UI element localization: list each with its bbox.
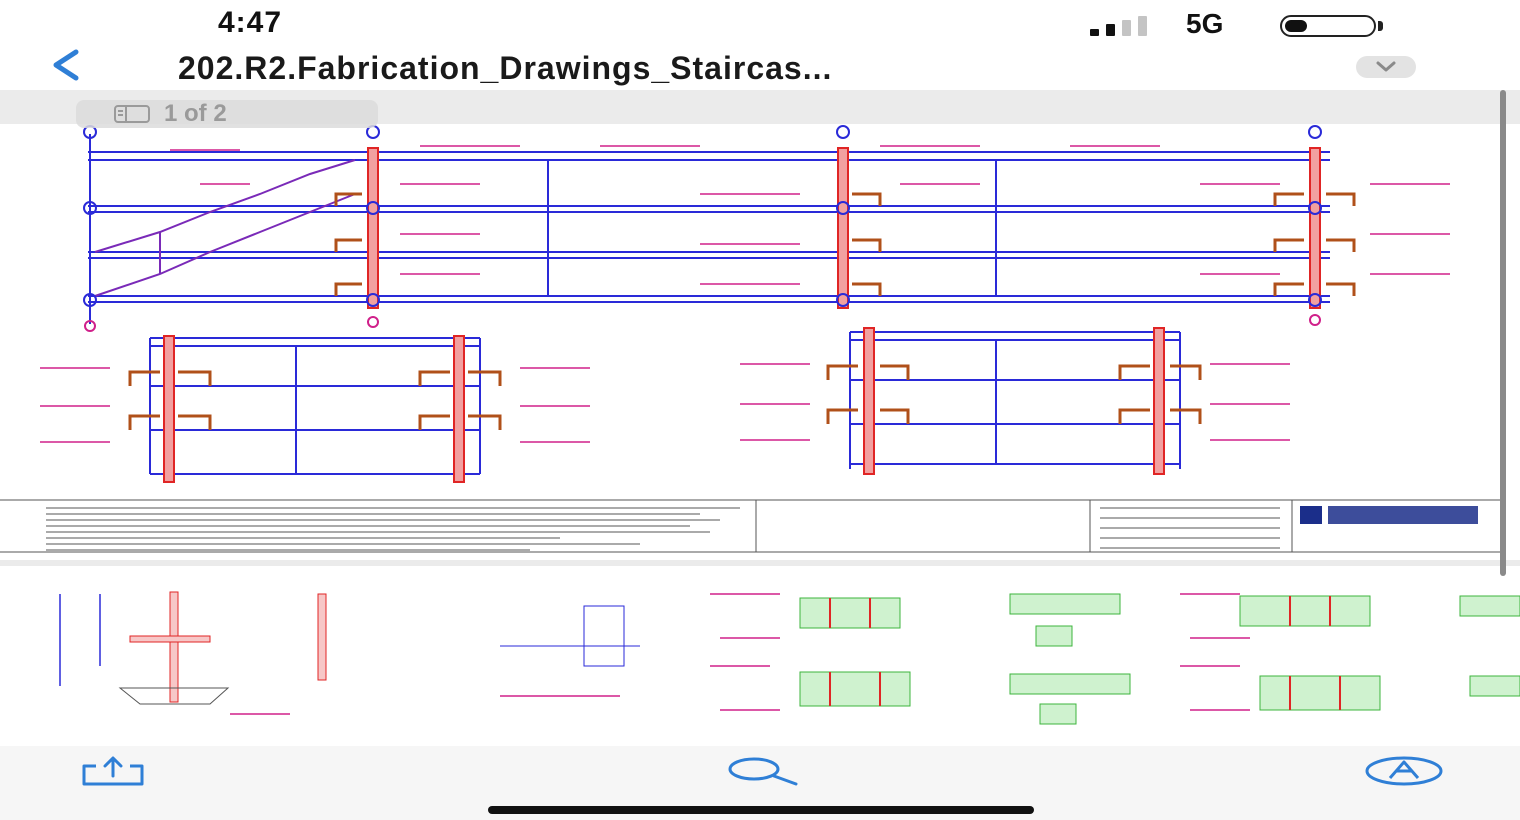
back-button[interactable] bbox=[46, 48, 90, 86]
company-logo bbox=[1300, 506, 1322, 524]
document-title[interactable]: 202.R2.Fabrication_Drawings_Staircas... bbox=[178, 50, 833, 86]
fabrication-drawing-details bbox=[59, 591, 1520, 725]
fabrication-drawing-elevations bbox=[0, 125, 1500, 553]
pdf-page-2[interactable] bbox=[0, 566, 1520, 746]
title-menu-button[interactable] bbox=[1356, 56, 1416, 78]
chevron-left-icon bbox=[53, 49, 79, 81]
cellular-signal-icon bbox=[1090, 16, 1147, 36]
clock: 4:47 bbox=[218, 6, 283, 39]
page-counter-label: 1 of 2 bbox=[164, 100, 227, 127]
pdf-page-1[interactable] bbox=[0, 124, 1520, 560]
vertical-scrollbar[interactable] bbox=[1500, 90, 1506, 576]
pdf-viewer[interactable] bbox=[0, 90, 1520, 746]
share-button[interactable] bbox=[78, 756, 148, 786]
battery-tip bbox=[1378, 21, 1383, 31]
share-icon bbox=[82, 756, 144, 786]
markup-pen-icon bbox=[1365, 756, 1443, 786]
search-icon bbox=[728, 757, 798, 786]
battery-level bbox=[1285, 20, 1307, 32]
page-counter[interactable]: 1 of 2 bbox=[76, 100, 378, 128]
home-indicator bbox=[488, 806, 1034, 814]
sidebar-icon bbox=[114, 105, 150, 123]
status-bar: 4:47 5G bbox=[0, 0, 1520, 44]
chevron-down-icon bbox=[1376, 61, 1396, 72]
battery-icon bbox=[1280, 15, 1376, 37]
search-button[interactable] bbox=[722, 756, 800, 786]
markup-button[interactable] bbox=[1364, 756, 1444, 786]
network-type: 5G bbox=[1186, 8, 1224, 39]
